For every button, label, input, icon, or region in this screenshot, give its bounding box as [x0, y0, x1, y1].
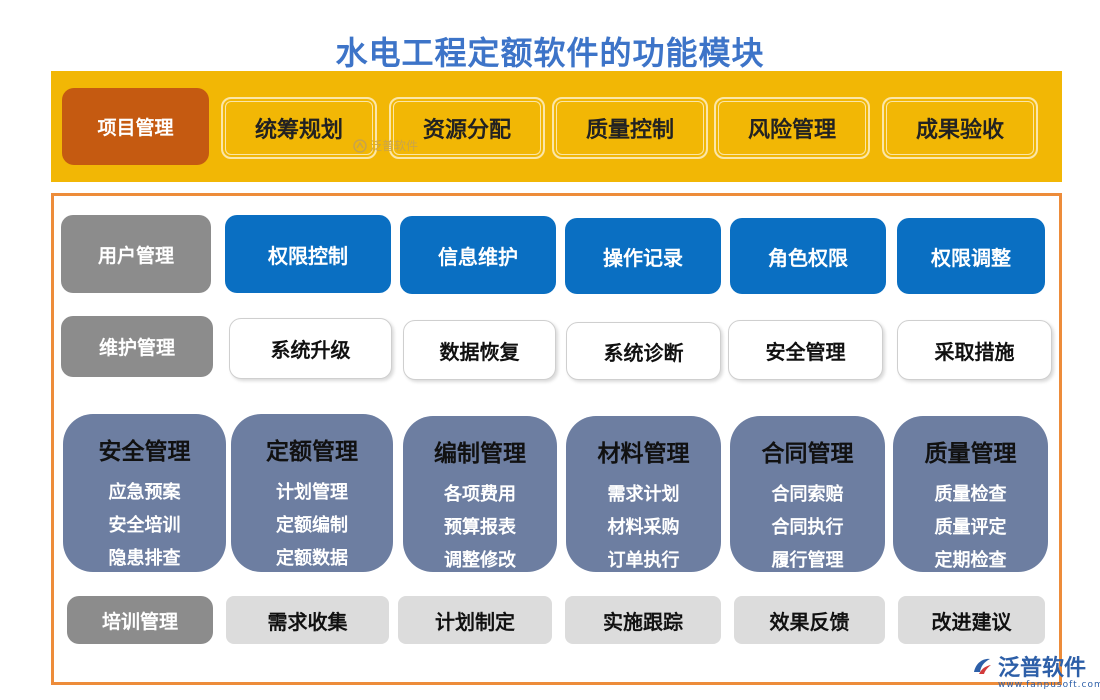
module-title: 合同管理 [761, 441, 854, 467]
module-sub: 质量评定 [934, 517, 1007, 538]
module-sub: 各项费用 [444, 484, 516, 505]
module-sub: 定额数据 [276, 548, 348, 569]
module-sub: 定额编制 [276, 515, 348, 536]
maint-item-4[interactable]: 安全管理 [728, 320, 883, 380]
watermark: 泛普软件 [353, 137, 418, 154]
fanpu-logo-icon [974, 658, 991, 674]
module-sub: 安全培训 [108, 515, 181, 536]
module-title: 质量管理 [924, 441, 1017, 467]
maint-item-3[interactable]: 系统诊断 [566, 322, 721, 380]
train-item-4[interactable]: 效果反馈 [734, 596, 885, 644]
module-sub: 计划管理 [276, 482, 348, 503]
logo-url: www.fanpusoft.com [998, 680, 1100, 690]
user-item-2[interactable]: 信息维护 [400, 216, 556, 294]
training-management-lead[interactable]: 培训管理 [67, 596, 213, 644]
module-sub: 合同索赔 [771, 484, 844, 505]
module-sub: 定期检查 [934, 550, 1007, 571]
brand-logo: 泛普软件 www.fanpusoft.com [970, 650, 1100, 690]
modules-frame [51, 193, 1062, 685]
user-item-1[interactable]: 权限控制 [225, 215, 391, 293]
maint-item-1[interactable]: 系统升级 [229, 318, 392, 379]
project-management-band [51, 71, 1062, 182]
module-title: 材料管理 [597, 441, 690, 467]
maintenance-management-lead[interactable]: 维护管理 [61, 316, 213, 377]
module-card[interactable]: 编制管理 各项费用 预算报表 调整修改 [403, 416, 557, 572]
module-card[interactable]: 材料管理 需求计划 材料采购 订单执行 [566, 416, 721, 572]
module-sub: 应急预案 [108, 482, 181, 503]
module-card[interactable]: 质量管理 质量检查 质量评定 定期检查 [893, 416, 1048, 572]
train-item-5[interactable]: 改进建议 [898, 596, 1045, 644]
module-sub: 履行管理 [771, 550, 844, 571]
watermark-text: 泛普软件 [370, 139, 419, 153]
module-sub: 需求计划 [607, 484, 680, 505]
top-item-2[interactable]: 资源分配 [389, 97, 545, 159]
module-sub: 隐患排查 [108, 548, 181, 569]
train-item-2[interactable]: 计划制定 [398, 596, 552, 644]
module-title: 安全管理 [98, 439, 191, 465]
module-sub: 订单执行 [607, 550, 680, 571]
module-sub: 质量检查 [934, 484, 1007, 505]
page-title: 水电工程定额软件的功能模块 [335, 34, 765, 72]
watermark-logo-icon [353, 138, 367, 153]
module-card[interactable]: 安全管理 应急预案 安全培训 隐患排查 [63, 414, 226, 572]
top-item-1[interactable]: 统筹规划 [221, 97, 377, 159]
user-item-4[interactable]: 角色权限 [730, 218, 886, 294]
train-item-3[interactable]: 实施跟踪 [565, 596, 721, 644]
maint-item-2[interactable]: 数据恢复 [403, 320, 556, 380]
module-sub: 调整修改 [444, 550, 516, 571]
module-card[interactable]: 合同管理 合同索赔 合同执行 履行管理 [730, 416, 885, 572]
module-title: 编制管理 [434, 441, 526, 467]
top-item-5[interactable]: 成果验收 [882, 97, 1038, 159]
logo-name: 泛普软件 [998, 656, 1087, 681]
module-title: 定额管理 [266, 439, 358, 465]
train-item-1[interactable]: 需求收集 [226, 596, 389, 644]
module-sub: 预算报表 [444, 517, 516, 538]
maint-item-5[interactable]: 采取措施 [897, 320, 1052, 380]
module-card[interactable]: 定额管理 计划管理 定额编制 定额数据 [231, 414, 393, 572]
top-item-3[interactable]: 质量控制 [552, 97, 708, 159]
user-item-3[interactable]: 操作记录 [565, 218, 721, 294]
module-sub: 合同执行 [771, 517, 844, 538]
user-item-5[interactable]: 权限调整 [897, 218, 1045, 294]
top-item-4[interactable]: 风险管理 [714, 97, 870, 159]
project-management-lead[interactable]: 项目管理 [62, 88, 209, 165]
module-sub: 材料采购 [607, 517, 680, 538]
user-management-lead[interactable]: 用户管理 [61, 215, 211, 293]
